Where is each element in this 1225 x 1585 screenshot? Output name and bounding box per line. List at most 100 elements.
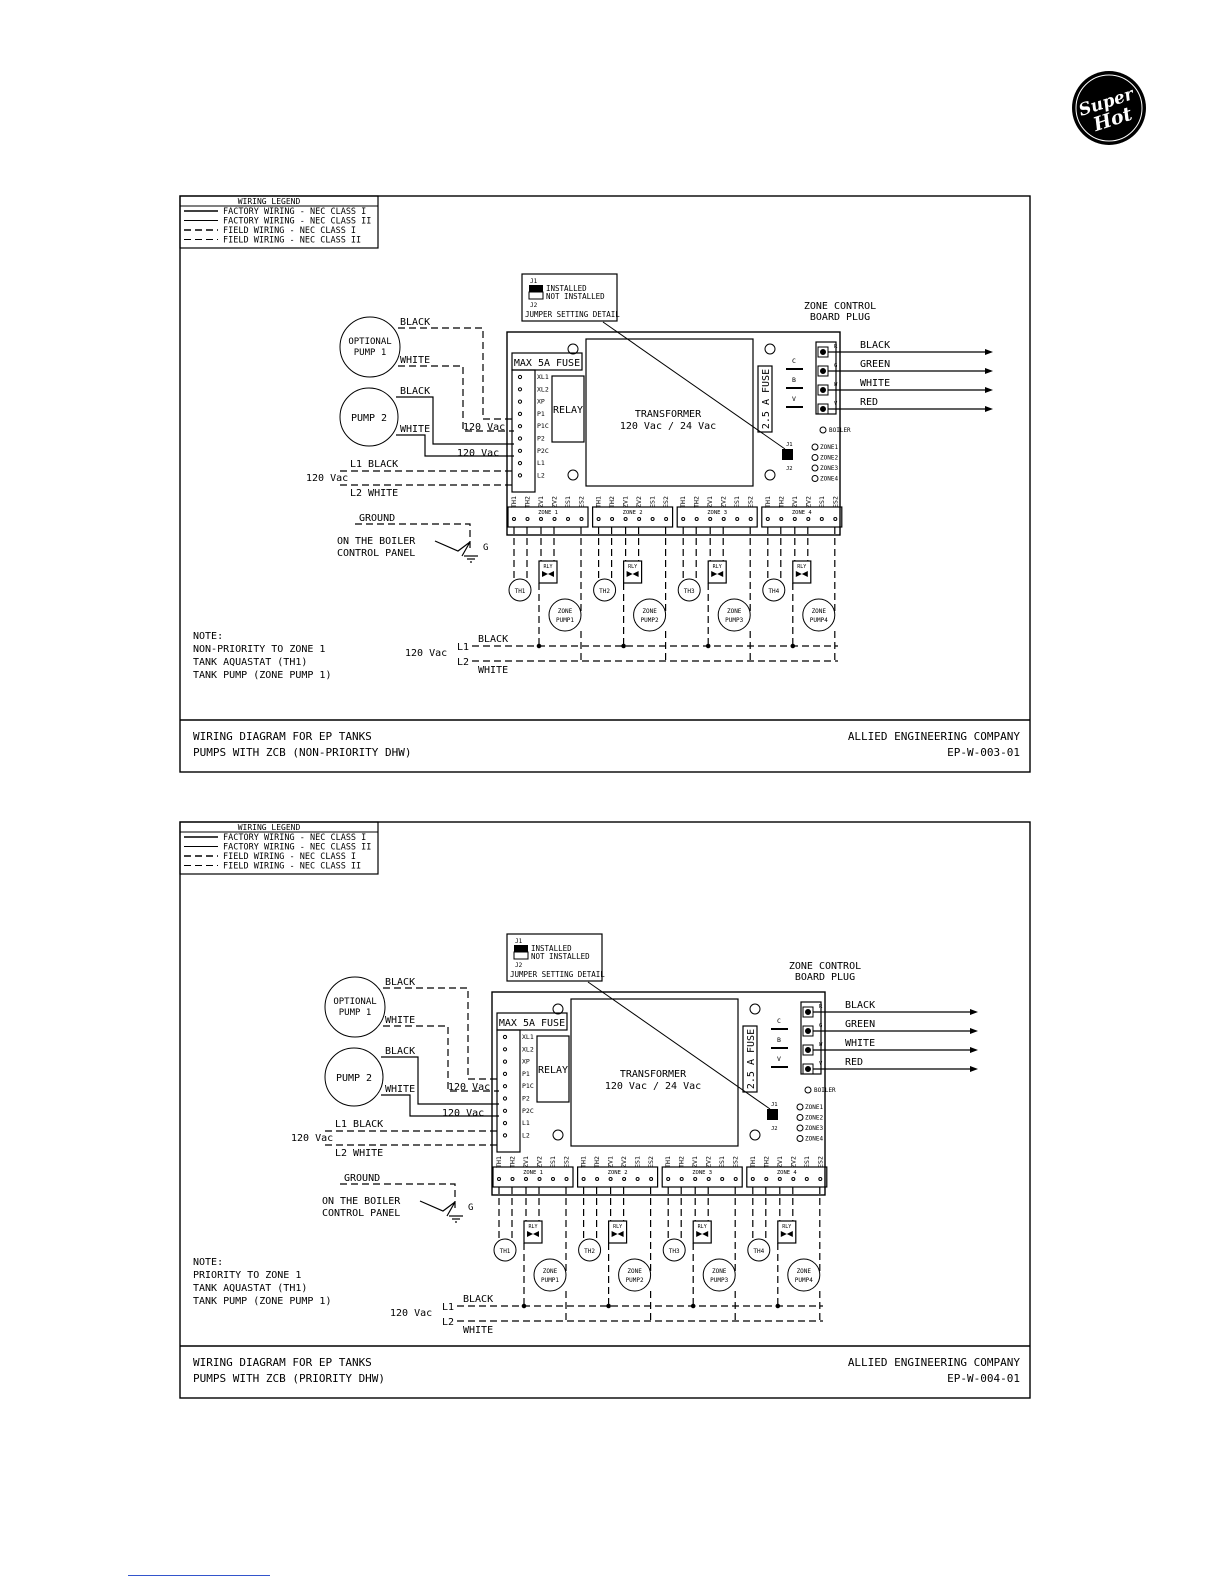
plug-pin-dot xyxy=(820,368,826,374)
terminal-label: TH1 xyxy=(495,1156,503,1168)
zone-relay-label: RLY xyxy=(797,564,806,570)
zcb-plug xyxy=(800,1001,822,1075)
terminal-screw xyxy=(750,1177,755,1181)
zone-pump-label: ZONE xyxy=(797,1268,812,1275)
zone-led xyxy=(811,464,819,472)
pump-2-label: PUMP 2 xyxy=(336,1073,372,1084)
strip-pin-label: P1 xyxy=(522,1070,530,1078)
boiler-led xyxy=(819,426,827,434)
plug-pin-label: W xyxy=(834,382,838,388)
output-wire-label: RED xyxy=(845,1057,863,1068)
diagram-frame xyxy=(179,821,1031,1399)
zone-led xyxy=(796,1114,804,1121)
zone-relay-label: RLY xyxy=(713,564,722,570)
jumper-leader-line xyxy=(602,321,786,450)
terminal-label: ZV1 xyxy=(622,496,630,508)
plug-pin-dot xyxy=(820,387,826,393)
l2-bus-white: WHITE xyxy=(478,665,508,676)
relay-contact xyxy=(702,1231,709,1237)
ground-g-label: G xyxy=(468,1203,473,1213)
strip-pin xyxy=(517,448,523,453)
zcb-plug xyxy=(815,341,837,415)
terminal-label: TH2 xyxy=(593,1156,601,1168)
zone-pump-4 xyxy=(787,1258,821,1292)
plug-pin-dot xyxy=(805,1066,811,1072)
drawing-code: EP-W-003-01 xyxy=(947,746,1020,759)
terminal-screw xyxy=(733,1177,738,1181)
ground-wire xyxy=(355,523,471,550)
footer-link-underline[interactable] xyxy=(128,1575,270,1576)
terminal-label: ES2 xyxy=(816,1156,824,1168)
pump2-white-wire xyxy=(396,434,514,457)
zone-led xyxy=(796,1103,804,1111)
pump1-white-label: WHITE xyxy=(385,1015,415,1026)
strip-pin xyxy=(517,411,523,416)
transformer-label: TRANSFORMER xyxy=(635,409,702,420)
zone-pump-num: PUMP1 xyxy=(556,617,574,624)
jumper-installed-swatch xyxy=(529,285,543,292)
terminal-screw xyxy=(596,517,601,521)
cdv-label: C xyxy=(777,1017,781,1025)
zone-pump-num: PUMP4 xyxy=(795,1277,813,1284)
output-wire-label: BLACK xyxy=(845,1000,875,1011)
title-line-2: PUMPS WITH ZCB (NON-PRIORITY DHW) xyxy=(193,746,412,759)
plug-pin-dot xyxy=(805,1028,811,1034)
terminal-label: ES1 xyxy=(803,1156,811,1168)
pump2-120vac-label: 120 Vac xyxy=(457,448,499,459)
output-wire-label: BLACK xyxy=(860,340,890,351)
jumper-installed-swatch xyxy=(514,945,528,952)
terminal-label: ES2 xyxy=(732,1156,740,1168)
ground-g-label: G xyxy=(483,543,488,553)
terminal-screw xyxy=(791,1177,796,1181)
zone-led xyxy=(796,1124,804,1132)
legend-box xyxy=(179,195,379,249)
note-line: TANK PUMP (ZONE PUMP 1) xyxy=(193,1296,331,1307)
zone-control-board xyxy=(506,331,841,536)
terminal-strip xyxy=(496,1029,521,1153)
zone-relay-label: RLY xyxy=(613,1224,622,1230)
zone-pump-label: ZONE xyxy=(642,608,657,615)
terminal-label: ZV2 xyxy=(536,1156,544,1168)
fuse-2-5-label: 2.5 A FUSE xyxy=(761,369,772,429)
relay-contact xyxy=(617,1231,624,1237)
zone-pump-num: PUMP3 xyxy=(725,617,743,624)
ground-wire xyxy=(340,1183,456,1210)
pump-2-label: PUMP 2 xyxy=(351,413,387,424)
company-name: ALLIED ENGINEERING COMPANY xyxy=(848,1356,1021,1369)
strip-pin-label: XL1 xyxy=(537,373,549,381)
terminal-label: TH1 xyxy=(595,496,603,508)
zone-terminal-block xyxy=(661,1166,743,1188)
ground-label: GROUND xyxy=(344,1173,380,1184)
legend-row: FACTORY WIRING - NEC CLASS II xyxy=(223,217,371,227)
zcb-plug-title-1: ZONE CONTROL xyxy=(804,301,876,312)
terminal-label: ZV1 xyxy=(691,1156,699,1168)
strip-pin-label: P1C xyxy=(537,422,549,430)
strip-pin-label: XP xyxy=(537,398,545,406)
terminal-screw xyxy=(581,1177,586,1181)
junction xyxy=(606,1303,611,1309)
thermostat-4 xyxy=(747,1238,771,1262)
cdv-label: V xyxy=(777,1055,781,1063)
zone-pump-label: ZONE xyxy=(712,1268,727,1275)
zone-block-label: ZONE 3 xyxy=(707,510,727,516)
strip-pin-label: XL2 xyxy=(537,385,549,393)
output-wire-label: RED xyxy=(860,397,878,408)
transformer-box xyxy=(570,998,739,1147)
legend-title: WIRING LEGEND xyxy=(238,197,301,206)
zone-led xyxy=(811,454,819,461)
terminal-screw xyxy=(818,1177,823,1181)
wire-arrow xyxy=(985,349,993,355)
zone-pump-num: PUMP4 xyxy=(810,617,828,624)
zone-pump-label: ZONE xyxy=(558,608,573,615)
plug-pin-label: G xyxy=(819,1023,822,1029)
zcb-plug-title-2: BOARD PLUG xyxy=(810,312,870,323)
strip-pin xyxy=(502,1047,508,1052)
ground-symbol-arrow xyxy=(419,1200,456,1217)
terminal-screw xyxy=(765,517,770,521)
legend-row: FIELD WIRING - NEC CLASS II xyxy=(223,236,361,246)
pump1-120vac-label: 120 Vac xyxy=(463,422,505,433)
boiler-led-label: BOILER xyxy=(814,1087,836,1094)
max-fuse-box xyxy=(496,1012,568,1031)
strip-pin-label: P1 xyxy=(537,410,545,418)
plug-pin-label: R xyxy=(819,1004,823,1010)
